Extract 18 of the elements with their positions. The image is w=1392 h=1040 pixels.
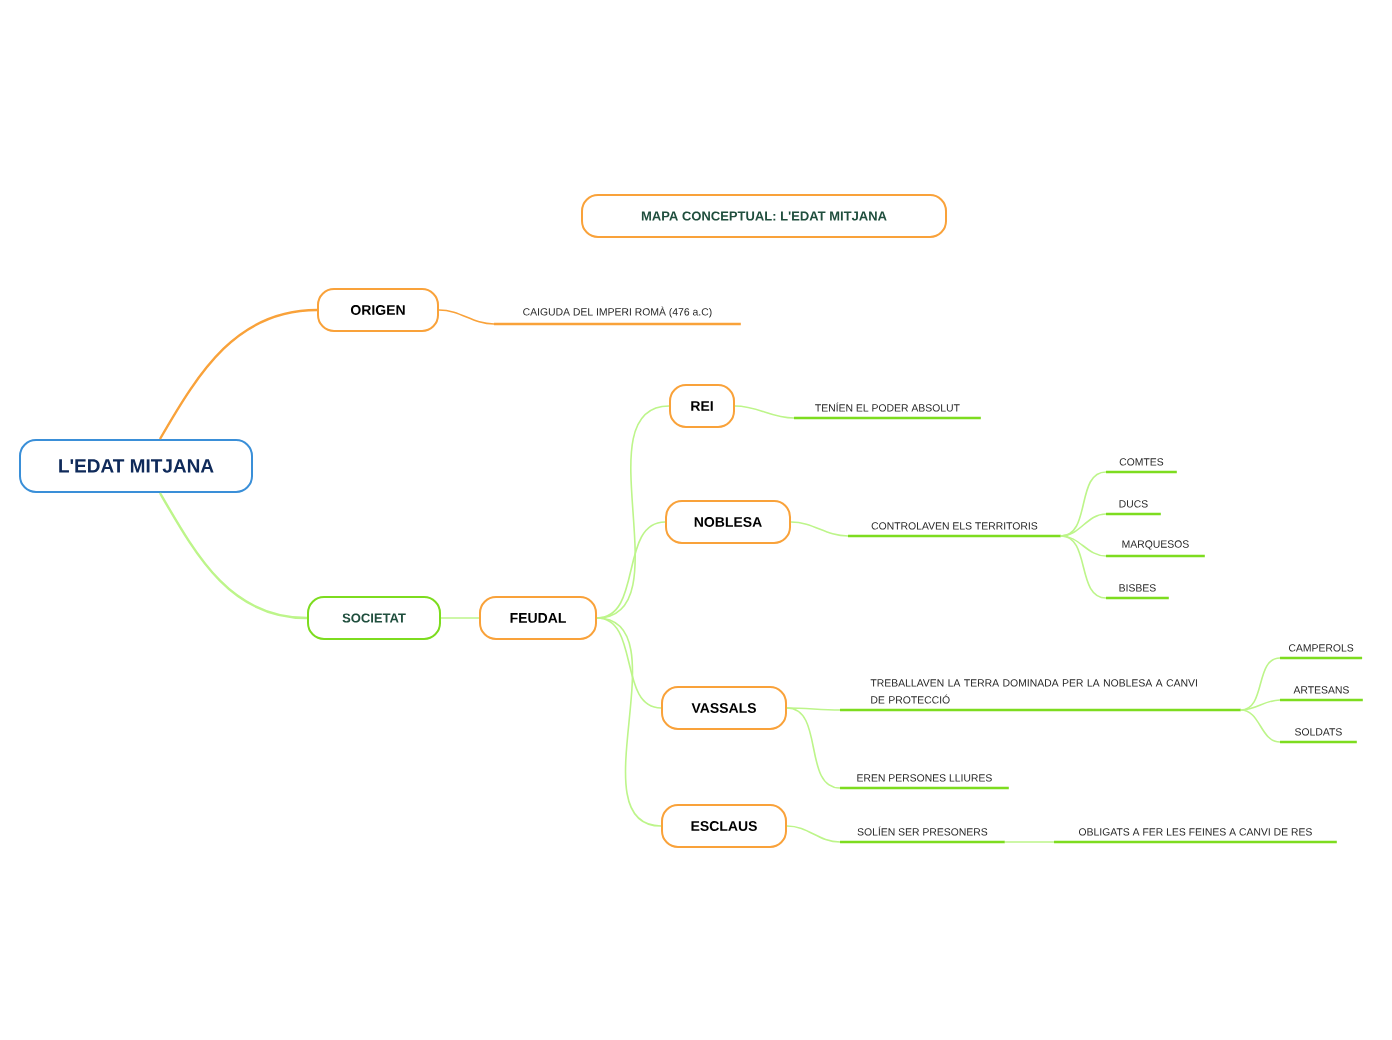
connector xyxy=(1060,535,1107,599)
connector xyxy=(596,521,666,619)
connector xyxy=(1240,657,1281,711)
central-topic-box: L'EDAT MITJANA xyxy=(19,439,253,493)
connector xyxy=(734,405,795,419)
connector xyxy=(158,492,308,620)
connector xyxy=(596,617,662,827)
connector xyxy=(440,617,480,619)
connector xyxy=(790,521,849,537)
connector xyxy=(1004,841,1055,843)
connector xyxy=(1240,709,1281,743)
connector xyxy=(158,308,318,440)
connector xyxy=(786,825,841,843)
connector xyxy=(786,707,841,711)
connector xyxy=(438,309,495,325)
connector xyxy=(786,707,841,789)
connector xyxy=(1240,699,1281,711)
connector xyxy=(1060,513,1107,537)
